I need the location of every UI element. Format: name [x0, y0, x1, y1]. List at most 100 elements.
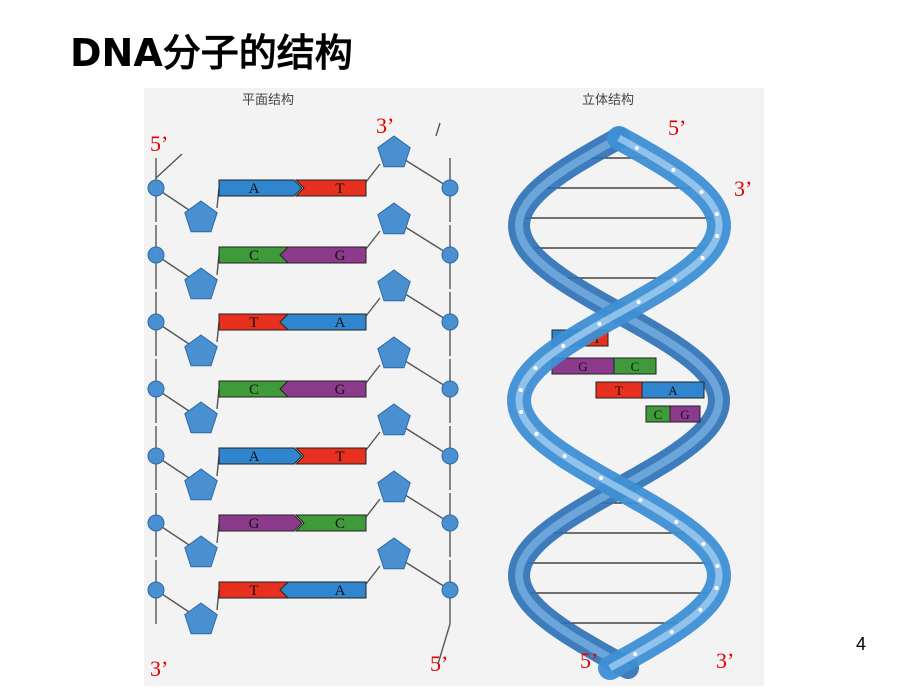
right-phosphate [441, 246, 459, 264]
left-deoxyribose [184, 535, 218, 568]
base-letter-right: G [335, 248, 346, 264]
helix-base-letter-right: A [668, 383, 678, 398]
base-letter-left: A [249, 449, 260, 465]
right-strand-end-bottom [437, 623, 451, 665]
base-G-left [218, 514, 303, 532]
slide-title: DNA分子的结构 [70, 31, 353, 75]
base-letter-right: T [335, 449, 344, 465]
helix-base-letter-right: C [631, 359, 640, 374]
flat-structure-caption: 平面结构 [242, 93, 294, 108]
left-deoxyribose [184, 468, 218, 501]
left-deoxyribose [184, 602, 218, 635]
helix-dot [715, 234, 720, 238]
base-T-right [294, 179, 367, 197]
base-A-left [218, 447, 303, 465]
left-deoxyribose [184, 401, 218, 434]
left-deoxyribose [184, 267, 218, 300]
helix-base-G [669, 405, 701, 423]
left-deoxyribose [184, 200, 218, 233]
right-sugar-link [365, 431, 381, 451]
right-phosphate [441, 313, 459, 331]
helix-strand-front-highlight [515, 134, 723, 672]
right-sugar-link [365, 364, 381, 384]
helix-dot [534, 432, 539, 436]
helix-dot [714, 212, 719, 216]
helix-base-C [613, 357, 657, 375]
left-phosphate [147, 581, 165, 599]
base-A-right [279, 313, 367, 331]
helix-dot [672, 278, 677, 282]
right-deoxyribose [377, 537, 411, 570]
helix-end-top-left: 5’ [668, 115, 686, 140]
right-phosphate [441, 581, 459, 599]
base-A-left [218, 179, 303, 197]
helix-dot [597, 322, 602, 326]
right-sugar-link [365, 297, 381, 317]
flat-end-top-left: 5’ [150, 131, 168, 156]
base-letter-left: T [249, 315, 258, 331]
right-sugar-link [365, 163, 381, 183]
helix-dot [636, 300, 641, 304]
helix-end-bottom-right: 3’ [716, 648, 734, 673]
flat-end-bottom-left: 3’ [150, 656, 168, 681]
right-deoxyribose [377, 135, 411, 168]
helix-dot [674, 520, 679, 524]
helix-dot [699, 190, 704, 194]
helix-base-letter-left: T [615, 383, 623, 398]
right-strand-end [435, 122, 441, 137]
helix-dot [669, 630, 674, 634]
base-G-right [279, 380, 367, 398]
page-number: 4 [855, 634, 866, 654]
left-phosphate [147, 179, 165, 197]
helix-dot [714, 586, 719, 590]
helix-dot [698, 608, 703, 612]
left-deoxyribose [184, 334, 218, 367]
right-deoxyribose [377, 202, 411, 235]
base-A-right [279, 581, 367, 599]
right-phosphate [441, 380, 459, 398]
helix-dot [533, 366, 538, 370]
left-strand-end [155, 153, 183, 179]
helix-dot [599, 476, 604, 480]
right-deoxyribose [377, 269, 411, 302]
helix-dot [701, 542, 706, 546]
helix-end-bottom-left: 5’ [580, 648, 598, 673]
right-deoxyribose [377, 470, 411, 503]
helix-dot [519, 410, 524, 414]
base-letter-right: A [335, 315, 346, 331]
helix-dot [562, 454, 567, 458]
base-C-right [294, 514, 367, 532]
right-deoxyribose [377, 336, 411, 369]
right-deoxyribose [377, 403, 411, 436]
base-letter-left: C [249, 248, 259, 264]
right-sugar-link [365, 230, 381, 250]
base-letter-right: C [335, 516, 345, 532]
right-phosphate [441, 514, 459, 532]
flat-end-top-right: 3’ [376, 113, 394, 138]
base-letter-left: A [249, 181, 260, 197]
base-letter-right: A [335, 583, 346, 599]
flat-end-bottom-right: 5’ [430, 651, 448, 676]
left-phosphate [147, 246, 165, 264]
helix-dot [638, 498, 643, 502]
base-T-right [294, 447, 367, 465]
right-phosphate [441, 179, 459, 197]
left-phosphate [147, 447, 165, 465]
helix-dot [634, 146, 639, 150]
right-sugar-link [365, 498, 381, 518]
helix-strand-back-highlight [515, 134, 723, 672]
helix-dot [700, 256, 705, 260]
left-phosphate [147, 313, 165, 331]
right-sugar-link [365, 565, 381, 585]
helix-dot [633, 652, 638, 656]
left-phosphate [147, 514, 165, 532]
helix-structure-caption: 立体结构 [582, 93, 634, 108]
helix-dot [715, 564, 720, 568]
helix-end-top-right: 3’ [734, 176, 752, 201]
helix-base-letter-right: G [680, 407, 689, 422]
left-phosphate [147, 380, 165, 398]
helix-dot [671, 168, 676, 172]
